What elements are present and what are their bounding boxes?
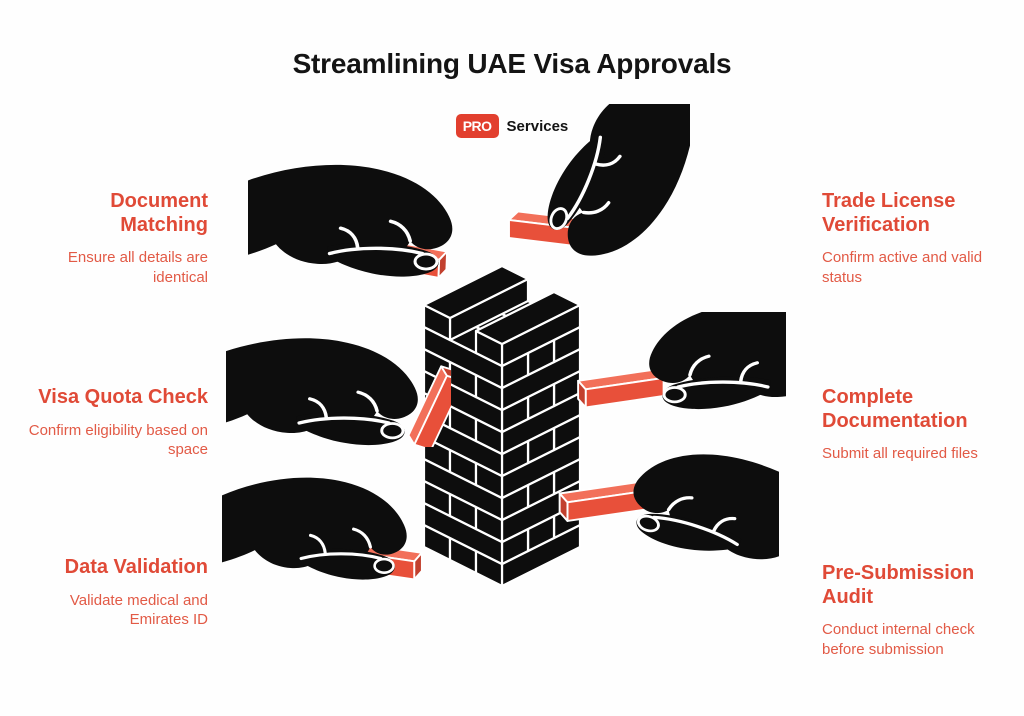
- page-title: Streamlining UAE Visa Approvals: [292, 48, 732, 79]
- pro-logo-badge-icon: PRO: [455, 114, 499, 138]
- step-description: Confirm active and valid status: [822, 249, 983, 286]
- hand-block-bottom-right-icon: [558, 446, 779, 600]
- step-trade-license-verification: Trade License Verification Confirm activ…: [822, 190, 1012, 287]
- logo-name: Services: [506, 117, 569, 135]
- hand-block-middle-left-icon: [226, 336, 451, 447]
- step-title: Data Validation: [64, 556, 208, 578]
- step-title: Complete Documentation: [822, 386, 968, 432]
- step-description: Submit all required files: [822, 445, 978, 463]
- step-description: Validate medical and Emirates ID: [69, 591, 208, 629]
- hand-block-top-left-icon: [248, 163, 455, 280]
- step-visa-quota-check: Visa Quota Check Confirm eligibility bas…: [28, 386, 208, 460]
- step-description: Confirm eligibility based on space: [28, 421, 208, 459]
- step-title: Trade License Verification: [822, 190, 956, 236]
- hand-block-bottom-left-icon: [222, 476, 423, 582]
- pro-services-logo: PRO Services: [0, 114, 1024, 138]
- step-title: Document Matching: [110, 190, 208, 236]
- step-description: Conduct internal check before submission: [822, 621, 975, 658]
- step-description: Ensure all details are identical: [67, 249, 208, 286]
- step-title: Visa Quota Check: [38, 386, 208, 408]
- step-data-validation: Data Validation Validate medical and Emi…: [28, 556, 208, 630]
- step-complete-documentation: Complete Documentation Submit all requir…: [822, 386, 1012, 464]
- step-pre-submission-audit: Pre-Submission Audit Conduct internal ch…: [822, 562, 1012, 659]
- hand-block-middle-right-icon: [577, 312, 786, 411]
- hand-block-top-right-icon: [507, 104, 690, 262]
- step-document-matching: Document Matching Ensure all details are…: [28, 190, 208, 287]
- step-title: Pre-Submission Audit: [822, 562, 975, 608]
